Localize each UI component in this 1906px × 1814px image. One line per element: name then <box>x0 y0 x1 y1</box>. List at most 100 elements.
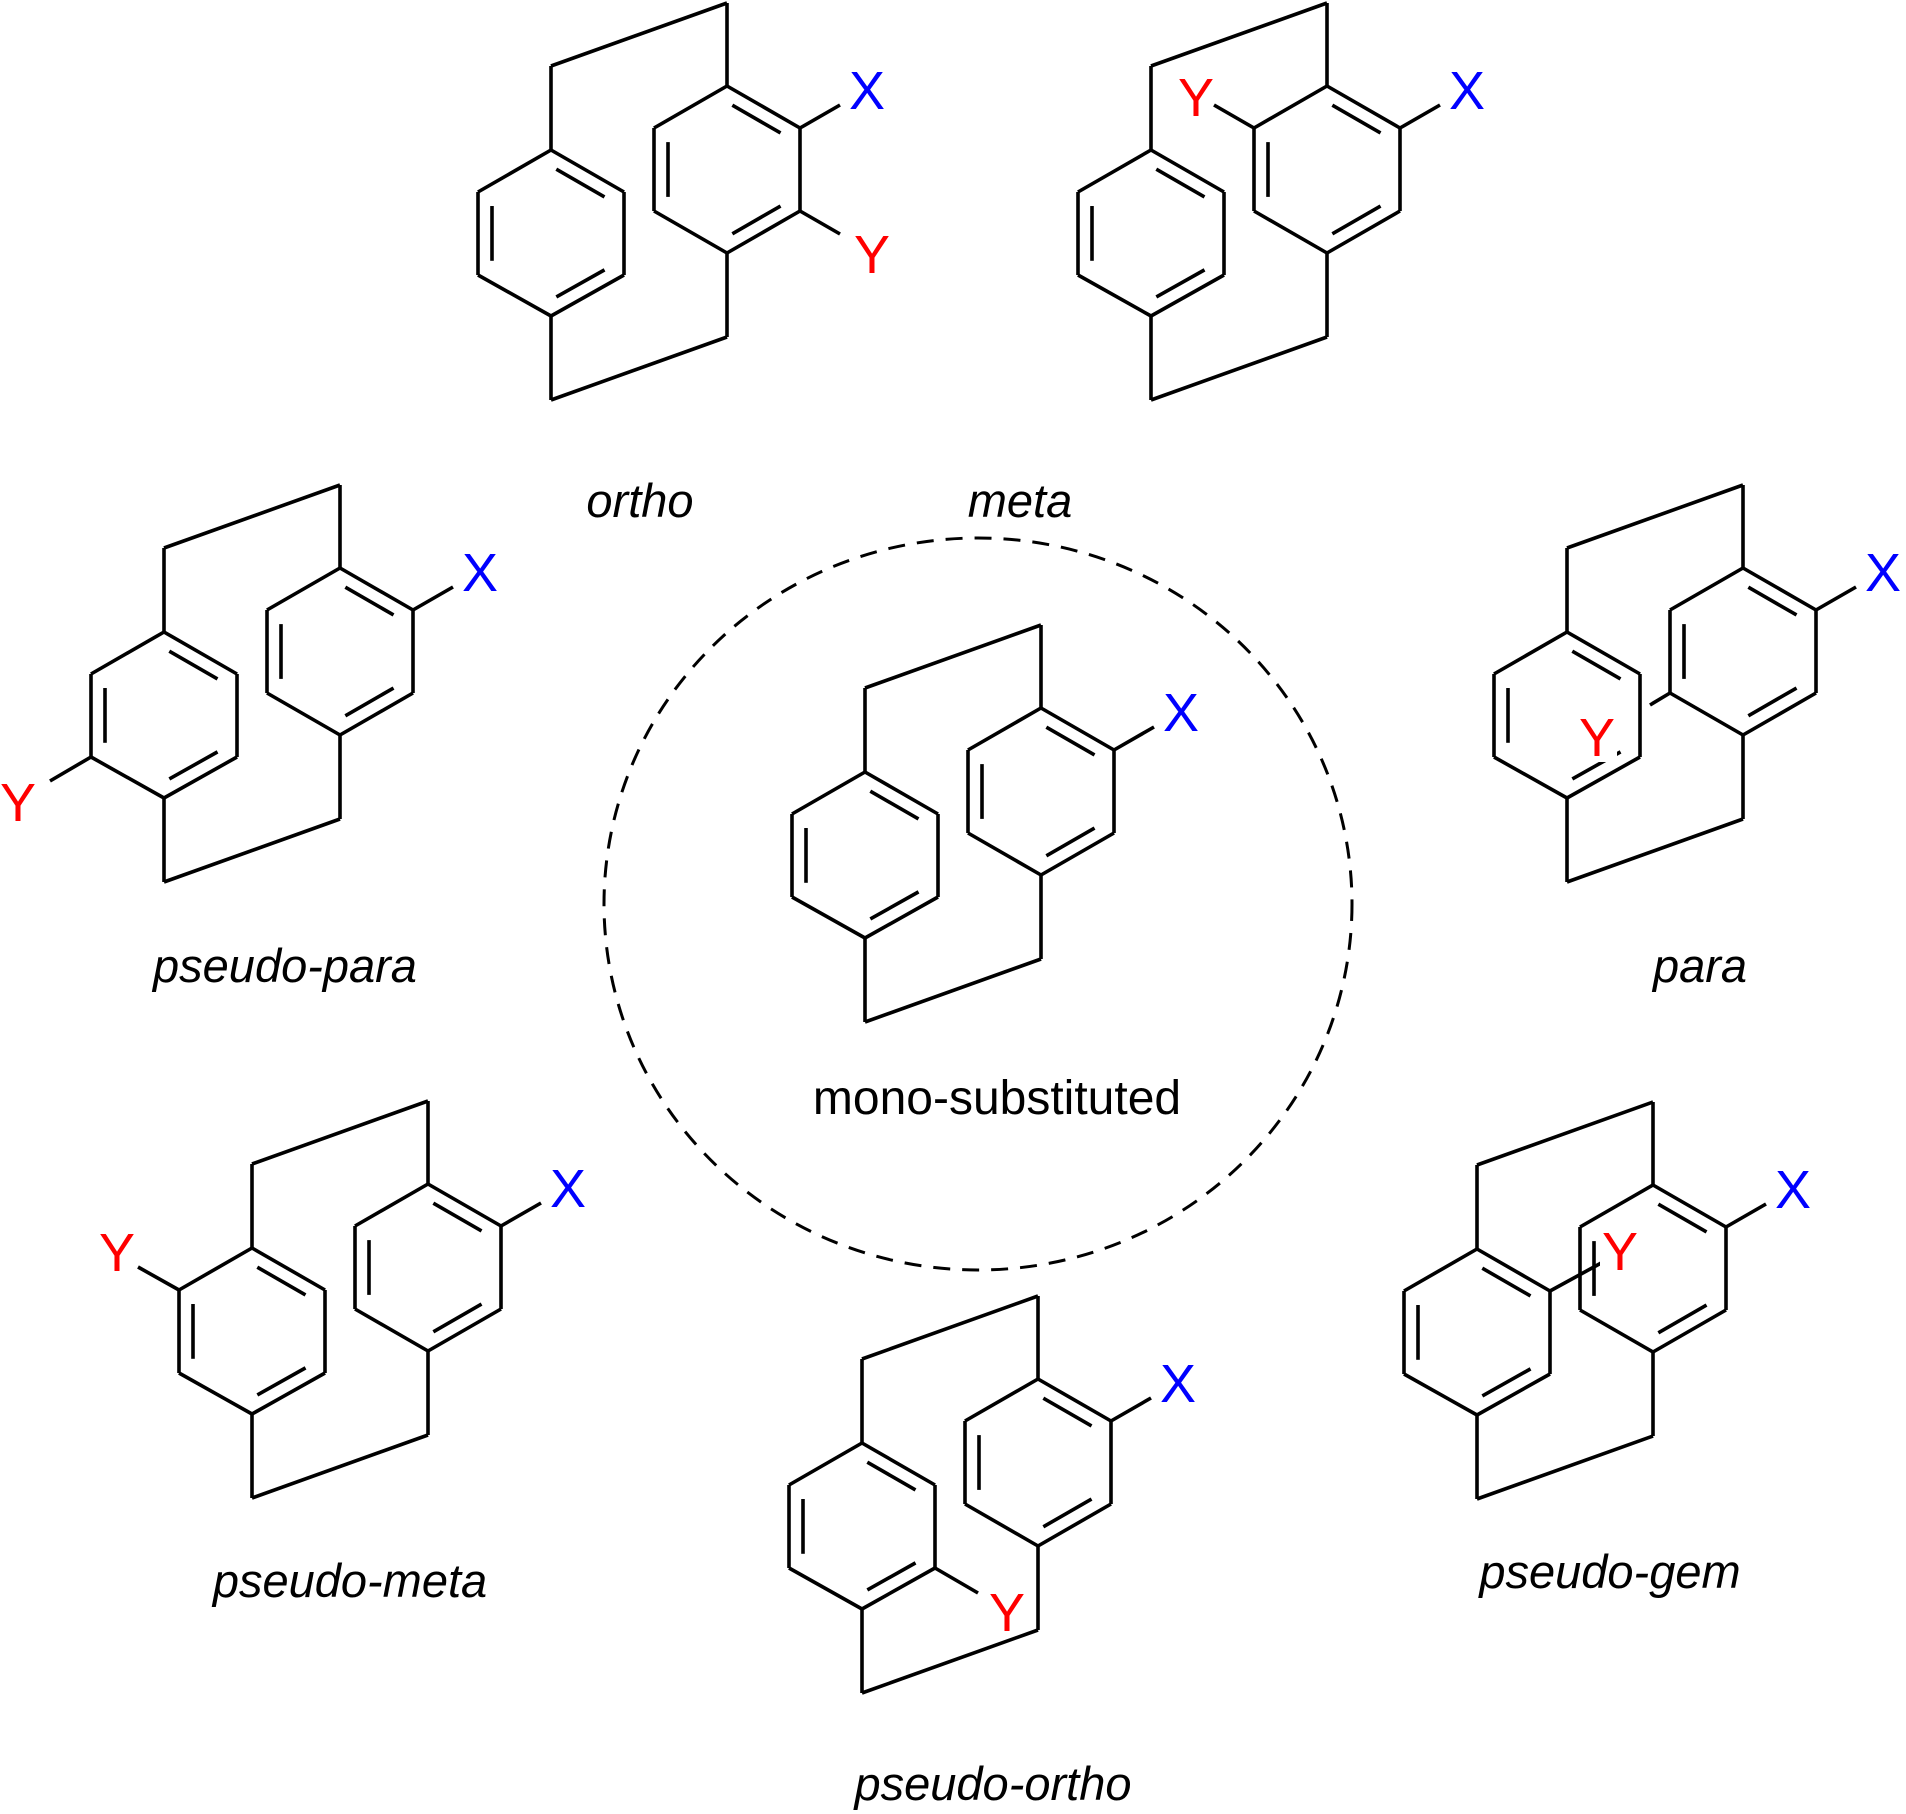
ethano-bridge-bond <box>1476 1434 1654 1501</box>
lower-ring-bond <box>163 630 238 676</box>
label-meta: meta <box>968 474 1073 527</box>
upper-ring-bond <box>1037 1377 1112 1423</box>
label-pseudo-para: pseudo-para <box>151 939 417 992</box>
y-substituent-label: Y <box>99 1223 135 1283</box>
ethano-bridge-bond <box>861 1294 1039 1361</box>
x-substituent-bond <box>500 1201 542 1228</box>
lower-ring-bond <box>163 755 238 800</box>
y-substituent-label: Y <box>989 1583 1025 1643</box>
upper-ring-bond <box>653 209 728 255</box>
lower-ring-double-bond <box>869 789 920 821</box>
upper-ring-double-bond <box>1747 686 1798 718</box>
lower-ring-bond <box>1403 1247 1478 1293</box>
x-substituent-label: X <box>1163 683 1199 743</box>
mono-substituted-dashed-circle <box>602 536 1354 1272</box>
lower-ring-bond <box>791 895 866 940</box>
upper-ring-bond <box>726 209 801 255</box>
ethano-bridge-bond <box>861 1628 1039 1695</box>
ethano-bridge-bond <box>550 1 728 68</box>
lower-ring-bond <box>1150 273 1225 318</box>
upper-ring-bond <box>1742 691 1817 737</box>
molecule-para: XY <box>1492 483 1901 884</box>
molecule-ortho: XY <box>476 1 890 402</box>
x-substituent-label: X <box>1865 543 1901 603</box>
ethano-bridge-bond <box>1566 483 1744 550</box>
x-substituent-label: X <box>550 1159 586 1219</box>
y-substituent-bond <box>49 755 92 783</box>
ethano-bridge-bond <box>251 1433 429 1500</box>
upper-ring-double-bond <box>731 204 782 236</box>
upper-ring-bond <box>1742 566 1817 612</box>
upper-ring-double-bond <box>1331 204 1382 236</box>
ethano-bridge-bond <box>251 1099 429 1166</box>
lower-ring-bond <box>861 1441 936 1487</box>
x-substituent-bond <box>1110 1396 1152 1423</box>
upper-ring-double-bond <box>1657 1202 1708 1234</box>
y-substituent-label: Y <box>854 225 890 285</box>
ethano-bridge-bond <box>1476 1100 1654 1167</box>
upper-ring-bond <box>1579 1308 1654 1354</box>
y-substituent-bond <box>137 1265 180 1292</box>
upper-ring-bond <box>339 691 414 737</box>
upper-ring-double-bond <box>731 103 782 135</box>
x-substituent-label: X <box>1160 1354 1196 1414</box>
upper-ring-bond <box>354 1182 429 1228</box>
upper-ring-bond <box>726 84 801 130</box>
upper-ring-bond <box>1326 84 1401 130</box>
lower-ring-bond <box>550 148 625 194</box>
lower-ring-bond <box>178 1371 253 1416</box>
upper-ring-double-bond <box>344 585 395 617</box>
molecule-mono-substituted: X <box>790 623 1199 1024</box>
lower-ring-double-bond <box>866 1561 917 1592</box>
upper-ring-double-bond <box>1045 826 1096 858</box>
upper-ring-bond <box>1040 831 1115 877</box>
y-substituent-bond <box>934 1566 979 1595</box>
label-mono-substituted: mono-substituted <box>813 1072 1181 1125</box>
y-substituent-label-halo <box>1600 1228 1640 1276</box>
ethano-bridge-bond <box>550 335 728 402</box>
ethano-bridge-bond <box>1150 335 1328 402</box>
upper-ring-bond <box>1669 566 1744 612</box>
lower-ring-bond <box>178 1246 253 1292</box>
y-substituent-label: Y <box>1579 708 1615 768</box>
lower-ring-bond <box>1403 1372 1478 1417</box>
upper-ring-bond <box>1326 209 1401 255</box>
lower-ring-double-bond <box>1571 649 1622 681</box>
label-pseudo-meta: pseudo-meta <box>211 1554 487 1607</box>
x-substituent-bond <box>412 585 454 612</box>
lower-ring-bond <box>1476 1247 1551 1293</box>
lower-ring-double-bond <box>256 1265 307 1297</box>
y-substituent-label: Y <box>0 773 36 833</box>
upper-ring-bond <box>967 831 1042 877</box>
ethano-bridge-bond <box>163 817 341 884</box>
x-substituent-label: X <box>849 61 885 121</box>
upper-ring-bond <box>1669 691 1744 737</box>
molecule-pseudo-ortho: XY <box>787 1294 1196 1695</box>
upper-ring-bond <box>266 691 341 737</box>
upper-ring-double-bond <box>1331 103 1382 135</box>
lower-ring-bond <box>90 630 165 676</box>
x-substituent-label: X <box>1449 61 1485 121</box>
lower-ring-bond <box>788 1441 863 1487</box>
lower-ring-bond <box>864 770 939 816</box>
label-pseudo-ortho: pseudo-ortho <box>853 1757 1132 1810</box>
upper-ring-bond <box>1037 1502 1112 1548</box>
upper-ring-bond <box>427 1182 502 1228</box>
lower-ring-double-bond <box>256 1366 307 1397</box>
lower-ring-bond <box>477 148 552 194</box>
upper-ring-double-bond <box>1747 585 1798 617</box>
lower-ring-bond <box>861 1566 936 1611</box>
molecule-pseudo-gem: XY <box>1402 1100 1811 1501</box>
ethano-bridge-bond <box>1566 817 1744 884</box>
lower-ring-bond <box>864 895 939 940</box>
label-para: para <box>1651 939 1747 992</box>
upper-ring-bond <box>1652 1183 1727 1229</box>
y-substituent-label-halo <box>1577 714 1617 762</box>
upper-ring-double-bond <box>432 1201 483 1233</box>
lower-ring-bond <box>251 1371 326 1416</box>
upper-ring-bond <box>1253 84 1328 130</box>
upper-ring-bond <box>1253 209 1328 255</box>
lower-ring-bond <box>477 273 552 318</box>
ethano-bridge-bond <box>864 623 1042 690</box>
